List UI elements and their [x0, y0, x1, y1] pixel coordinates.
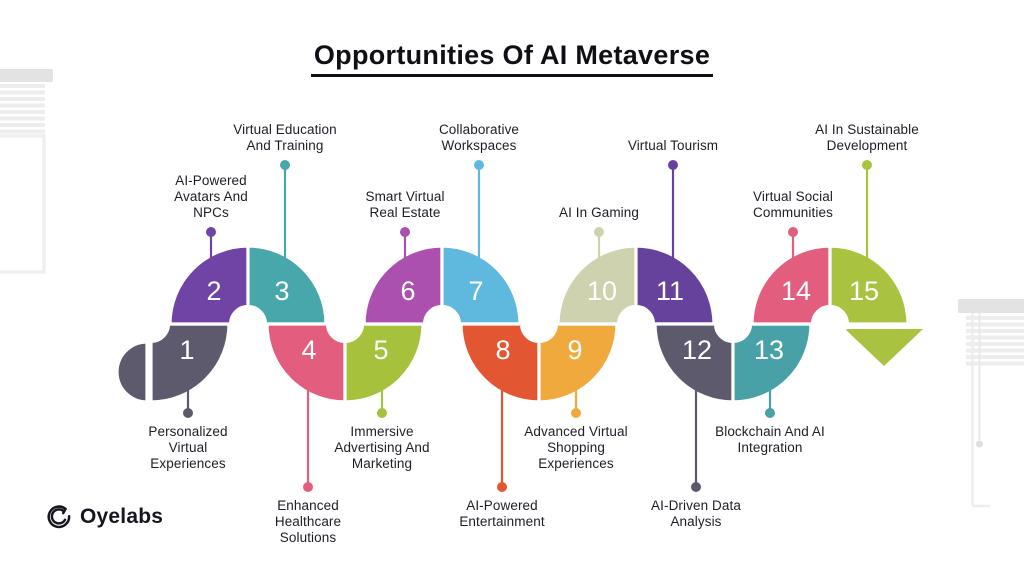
segment-arc-7	[440, 244, 522, 326]
leader-dot-7	[474, 160, 484, 170]
segment-number-3: 3	[274, 276, 289, 306]
ribbon-segments	[115, 244, 910, 404]
leader-dot-14	[788, 227, 798, 237]
left-window-decoration	[0, 69, 53, 274]
segment-number-9: 9	[567, 335, 582, 365]
leader-dot-4	[303, 482, 313, 492]
segment-arc-6	[362, 244, 444, 326]
leader-dot-3	[280, 160, 290, 170]
title-bar: Opportunities Of AI Metaverse	[0, 40, 1024, 77]
leader-dot-8	[497, 482, 507, 492]
segment-number-13: 13	[754, 335, 784, 365]
segment-arc-13	[731, 322, 813, 404]
leader-dot-15	[862, 160, 872, 170]
segment-number-7: 7	[468, 276, 483, 306]
leader-dot-12	[691, 482, 701, 492]
leader-dot-11	[668, 160, 678, 170]
segment-number-15: 15	[849, 276, 879, 306]
segment-arc-12	[653, 322, 735, 404]
segment-arc-3	[246, 244, 328, 326]
right-window-decoration	[958, 299, 1024, 508]
leader-dot-5	[377, 408, 387, 418]
leader-dot-6	[400, 227, 410, 237]
segment-number-14: 14	[781, 276, 811, 306]
segment-arc-5	[343, 322, 425, 404]
oyelabs-logo-icon	[47, 505, 71, 529]
segment-number-8: 8	[495, 335, 510, 365]
leader-dot-1	[183, 408, 193, 418]
segment-number-11: 11	[656, 276, 684, 306]
segment-number-2: 2	[206, 276, 221, 306]
brand-logo: Oyelabs	[44, 503, 163, 531]
segment-number-1: 1	[179, 335, 194, 365]
brand-name: Oyelabs	[80, 505, 164, 528]
segment-number-4: 4	[301, 335, 316, 365]
leader-dot-13	[765, 408, 775, 418]
leader-dot-9	[571, 408, 581, 418]
segment-number-10: 10	[587, 276, 617, 306]
segment-arc-1	[149, 322, 231, 404]
leader-lines	[183, 160, 872, 492]
segment-arc-2	[168, 244, 250, 326]
segment-arc-11	[634, 244, 716, 326]
segment-number-5: 5	[373, 335, 388, 365]
leader-dot-10	[594, 227, 604, 237]
segment-arc-10	[556, 244, 638, 326]
segment-arc-4	[265, 322, 347, 404]
segment-arc-8	[459, 322, 541, 404]
arrow-down-icon	[845, 329, 923, 366]
segment-start-cap	[115, 340, 149, 404]
segment-number-6: 6	[400, 276, 415, 306]
junction-hole	[812, 306, 848, 342]
segment-number-12: 12	[682, 335, 712, 365]
leader-dot-2	[206, 227, 216, 237]
segment-arc-9	[537, 322, 619, 404]
page-title: Opportunities Of AI Metaverse	[310, 40, 714, 77]
